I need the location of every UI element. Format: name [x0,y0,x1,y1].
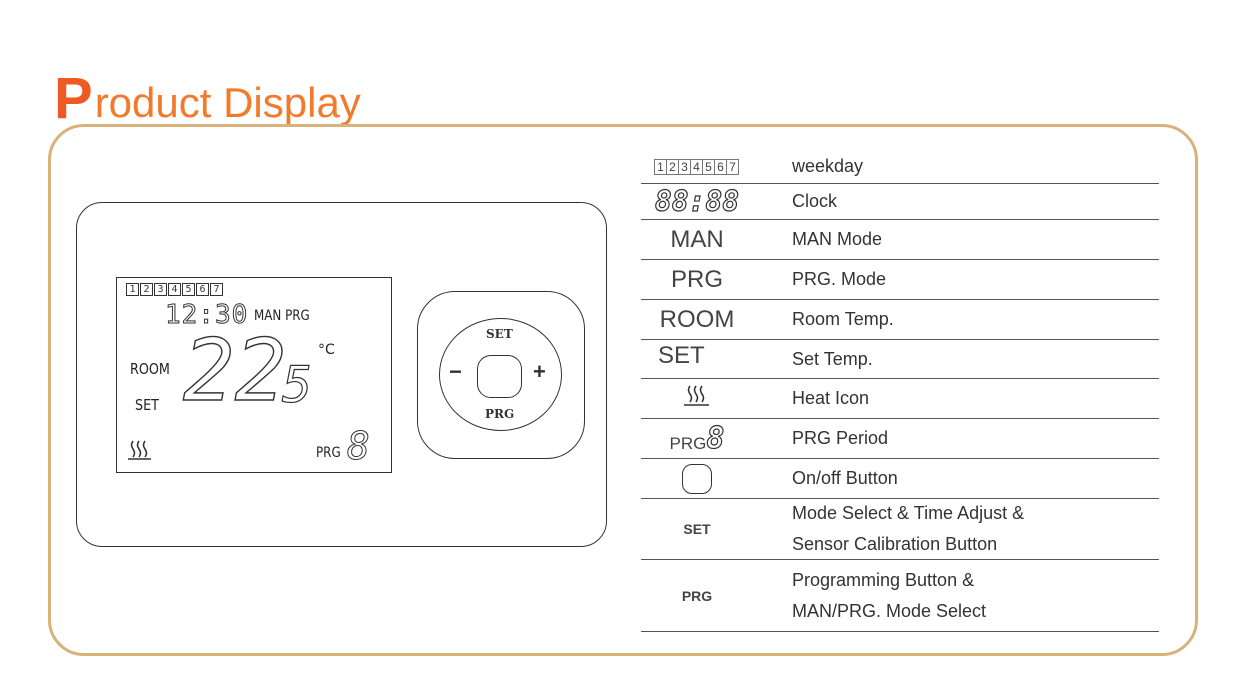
heat-icon [127,438,153,467]
legend-desc: Clock [792,191,838,211]
legend-symbol: 1 2 3 4 5 6 7 [641,150,753,183]
lcd-day: 5 [182,283,195,296]
lcd-day: 7 [210,283,223,296]
legend-row: Heat Icon [641,379,1159,419]
legend-row: ROOM Room Temp. [641,300,1159,340]
legend-row: SET Mode Select & Time Adjust & Sensor C… [641,499,1159,560]
man-symbol: MAN [670,225,724,253]
legend-desc: Programming Button & [792,569,975,590]
control-ring [439,318,562,431]
room-symbol: ROOM [659,305,735,333]
set-symbol: SET [658,342,705,369]
weekday-digit: 7 [726,158,739,175]
legend-row: 88:88 Clock [641,184,1159,220]
legend-desc: PRG. Mode [792,269,887,289]
legend-row: SET Set Temp. [641,340,1159,379]
lcd-day: 4 [168,283,181,296]
page-title: P roduct Display [54,58,361,128]
power-button[interactable] [477,355,522,398]
prg-period-digit: 8 [706,420,725,456]
plus-button[interactable]: + [533,359,546,384]
lcd-unit: °C [318,342,335,358]
legend-desc: Set Temp. [792,348,873,369]
content-frame [48,124,1198,656]
heat-icon [683,384,711,413]
legend-desc: Sensor Calibration Button [792,534,998,554]
lcd-day: 1 [126,283,139,296]
legend-table: 1 2 3 4 5 6 7 weekday 88:88 Clock MAN MA… [641,150,1159,632]
legend-desc: MAN/PRG. Mode Select [792,600,987,621]
set-button[interactable]: SET [486,327,513,341]
prg-button[interactable]: PRG [485,407,515,421]
legend-desc: Mode Select & Time Adjust & [792,503,1025,523]
set-button-symbol: SET [683,521,711,537]
clock-symbol: 88:88 [654,184,740,218]
lcd-day: 3 [154,283,167,296]
lcd-clock: 12:30 [164,300,249,331]
prg-symbol: PRG [670,265,723,293]
lcd-screen: 1 2 3 4 5 6 7 12:30 MAN PRG ROOM SET 22 … [116,277,392,473]
lcd-prg-label: PRG [316,445,341,461]
lcd-temperature: 22 [182,321,287,421]
legend-desc: Heat Icon [792,388,870,408]
lcd-room-label: ROOM [130,360,170,378]
lcd-weekday-row: 1 2 3 4 5 6 7 [126,283,223,296]
legend-row: MAN MAN Mode [641,220,1159,260]
lcd-prg-digit: 8 [347,424,371,468]
legend-desc: MAN Mode [792,229,883,249]
lcd-day: 6 [196,283,209,296]
legend-row: PRG Programming Button & MAN/PRG. Mode S… [641,560,1159,632]
title-rest: roduct Display [94,79,361,126]
prg-period-label: PRG [669,433,707,453]
prg-button-symbol: PRG [681,587,713,604]
legend-desc: Room Temp. [792,309,894,329]
lcd-mode-label: MAN PRG [254,308,310,324]
legend-row: On/off Button [641,459,1159,499]
minus-button[interactable]: − [449,359,462,384]
prg-period-symbol: PRG 8 [669,420,726,456]
legend-desc: weekday [792,156,864,176]
legend-desc: PRG Period [792,428,889,448]
control-pad [417,291,585,459]
legend-desc: On/off Button [792,468,898,488]
lcd-day: 2 [140,283,153,296]
legend-row: PRG PRG. Mode [641,260,1159,300]
lcd-set-label: SET [135,396,159,414]
title-first-letter: P [54,66,93,131]
lcd-temperature-decimal: 5 [281,356,313,414]
legend-row: 1 2 3 4 5 6 7 weekday [641,150,1159,184]
weekday-symbol: 1 2 3 4 5 6 7 [654,158,739,175]
power-button-icon [682,463,712,494]
legend-row: PRG 8 PRG Period [641,419,1159,459]
